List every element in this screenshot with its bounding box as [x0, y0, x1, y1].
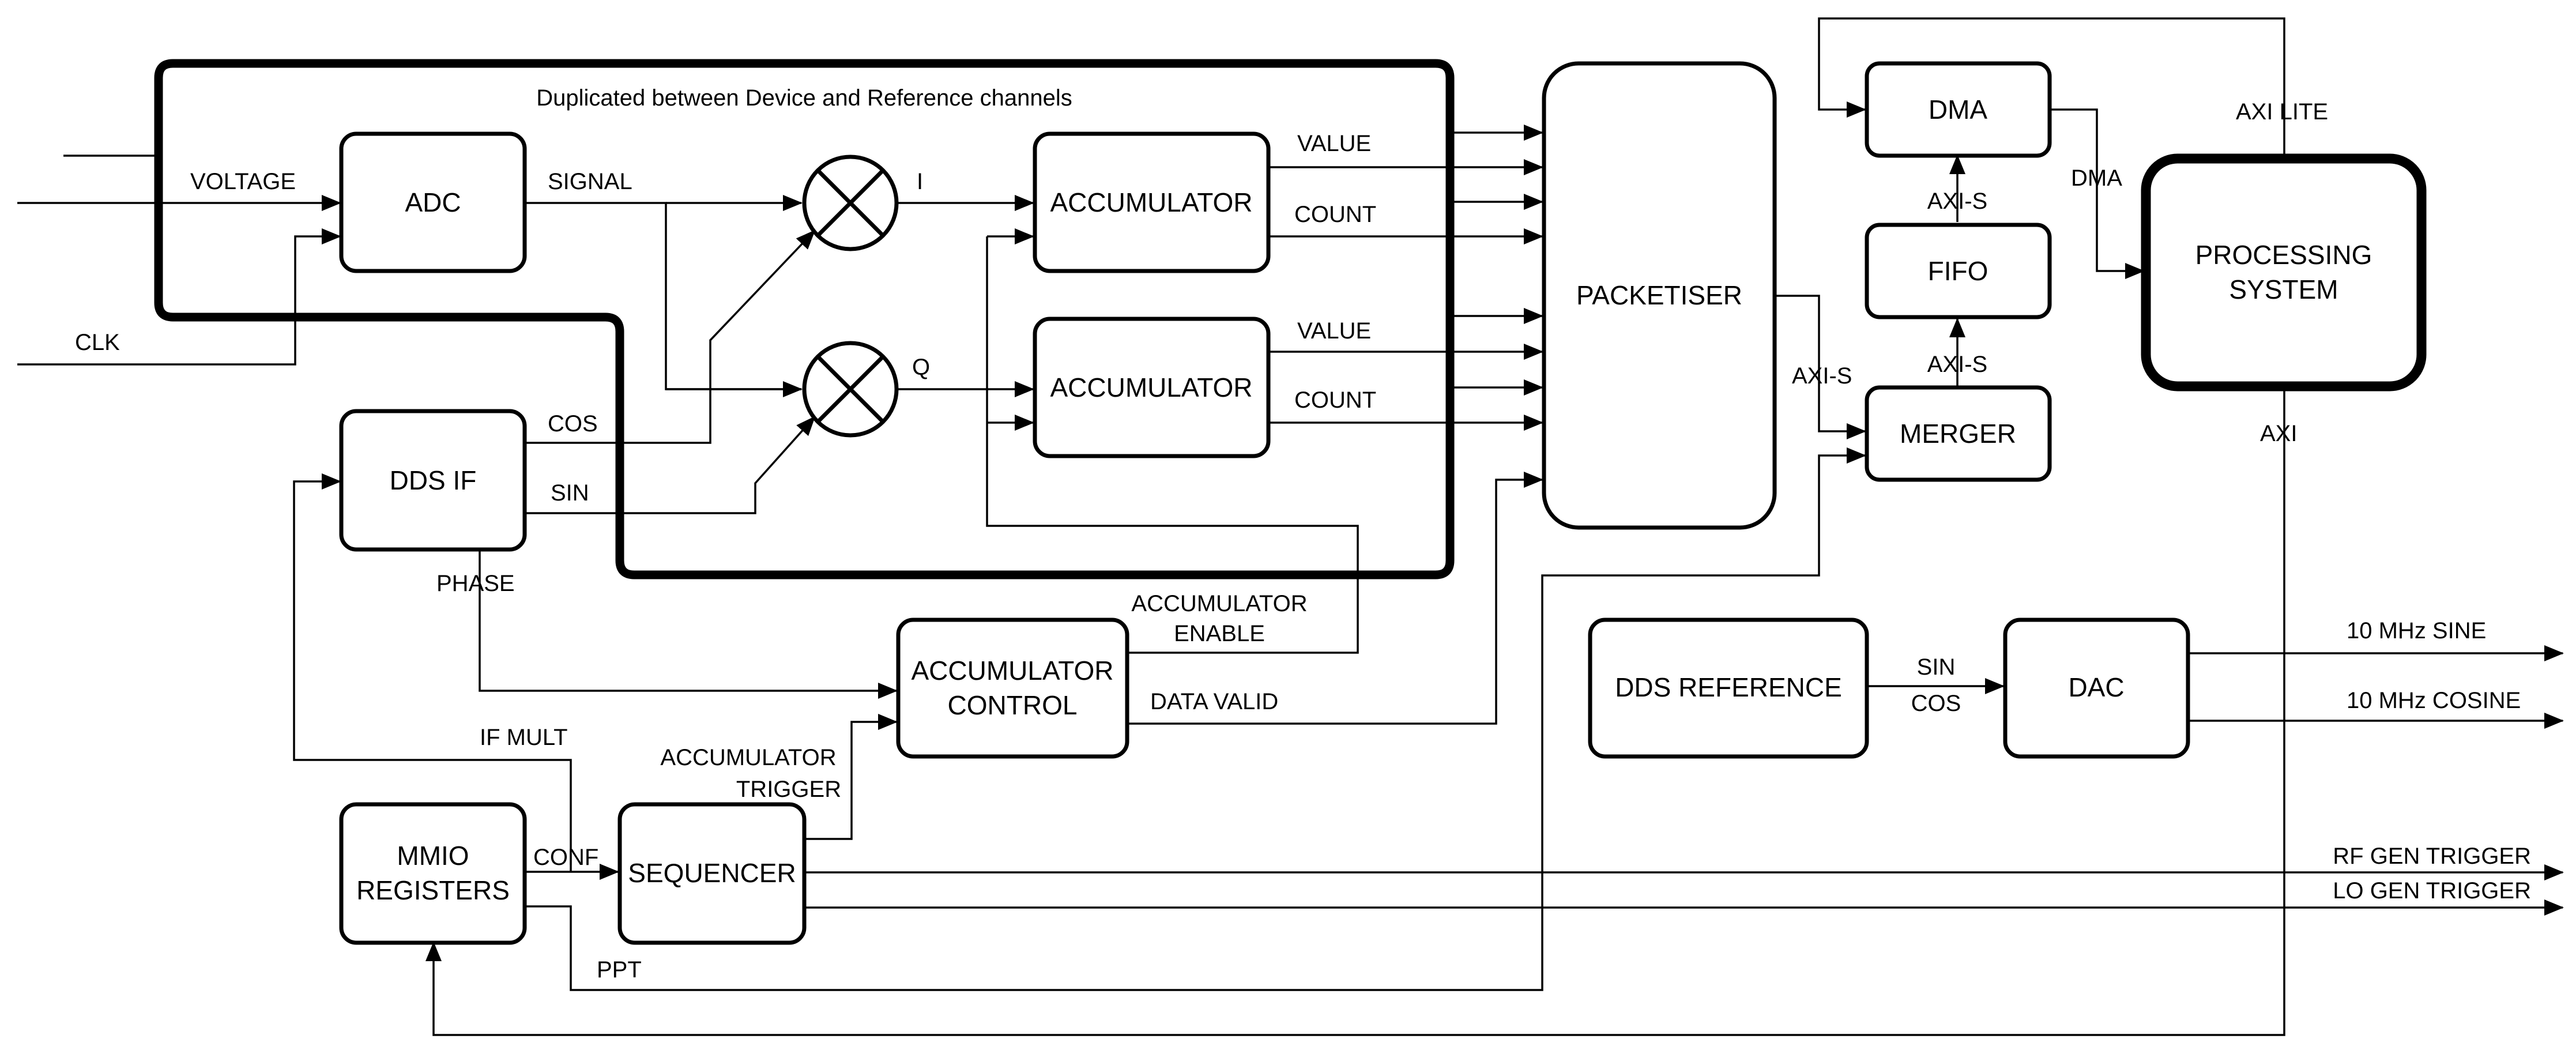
signal-label-lo-gen-trigger: LO GEN TRIGGER	[2333, 878, 2531, 904]
signal-label-phase: PHASE	[436, 571, 515, 596]
signal-label-axi-lite: AXI LITE	[2236, 99, 2328, 125]
adc-block	[339, 131, 527, 273]
dds-reference-block	[1588, 618, 1869, 759]
signal-label-10mhz-sine: 10 MHz SINE	[2347, 618, 2486, 643]
wire-signal	[525, 202, 801, 390]
accumulator-i-block	[1033, 131, 1271, 273]
signal-label-axi-s-packetiser: AXI-S	[1792, 363, 1852, 389]
signal-label-value-1: VALUE	[1297, 131, 1371, 156]
packetiser-label: PACKETISER	[1576, 280, 1742, 310]
dds-if-block	[339, 409, 527, 552]
signal-label-data-valid: DATA VALID	[1150, 689, 1278, 714]
fifo-block	[1865, 223, 2052, 319]
wire-accumulator-trigger	[804, 714, 898, 840]
processing-system-label-line2: SYSTEM	[2229, 274, 2338, 304]
mixer-q	[802, 341, 899, 438]
wire-if-mult	[293, 473, 572, 872]
accumulator-q-block	[1033, 317, 1271, 458]
processing-system-block	[2141, 153, 2427, 392]
wire-axi-s-packetiser	[1775, 295, 1866, 439]
signal-label-count-2: COUNT	[1294, 387, 1376, 413]
accumulator-i-label: ACCUMULATOR	[1050, 187, 1253, 217]
packetiser-block	[1542, 61, 1777, 530]
signal-label-conf: CONF	[533, 845, 598, 870]
signal-label-if-mult: IF MULT	[480, 725, 568, 750]
signal-label-accumulator-enable-line1: ACCUMULATOR	[1131, 591, 1307, 616]
dma-label: DMA	[1929, 95, 1988, 125]
accumulator-control-label-line2: CONTROL	[948, 690, 1078, 720]
signal-label-clk: CLK	[75, 330, 120, 355]
fifo-label: FIFO	[1928, 256, 1989, 286]
merger-label: MERGER	[1900, 419, 2016, 449]
sequencer-label: SEQUENCER	[628, 858, 796, 888]
dac-block	[2003, 618, 2190, 759]
signal-label-axi: AXI	[2260, 421, 2297, 446]
region-label: Duplicated between Device and Reference …	[536, 85, 1072, 111]
mixer-i	[802, 155, 899, 251]
adc-label: ADC	[405, 187, 461, 217]
sequencer-block	[617, 802, 807, 945]
signal-label-ppt: PPT	[597, 957, 642, 983]
mmio-registers-label-line1: MMIO	[397, 841, 469, 871]
wire-axi-lite	[1818, 17, 2285, 156]
wire-ppt	[525, 447, 1866, 991]
mmio-registers-label-line2: REGISTERS	[356, 875, 510, 905]
signal-label-accumulator-enable-line2: ENABLE	[1174, 621, 1265, 646]
signal-label-cos-ref: COS	[1911, 691, 1961, 716]
signal-label-value-2: VALUE	[1297, 318, 1371, 344]
wire-clk	[17, 228, 341, 366]
dds-reference-label: DDS REFERENCE	[1615, 672, 1842, 702]
signal-label-rf-gen-trigger: RF GEN TRIGGER	[2333, 844, 2531, 869]
signal-label-axi-s-merger-fifo: AXI-S	[1927, 352, 1987, 377]
signal-label-cos: COS	[548, 411, 598, 436]
signal-label-q: Q	[912, 355, 930, 380]
dma-block	[1865, 61, 2052, 158]
wire-axi	[425, 387, 2285, 1036]
signal-label-accumulator-trigger-line2: TRIGGER	[736, 777, 841, 802]
signal-label-i: I	[917, 169, 923, 194]
wire-accumulator-enable	[986, 236, 1359, 654]
accumulator-q-label: ACCUMULATOR	[1050, 372, 1253, 402]
signal-label-10mhz-cosine: 10 MHz COSINE	[2347, 688, 2521, 713]
duplicated-channel-region	[154, 59, 1455, 579]
signal-label-sin: SIN	[551, 480, 589, 506]
signal-label-sin-ref: SIN	[1917, 654, 1956, 680]
accumulator-control-label-line1: ACCUMULATOR	[912, 656, 1114, 686]
signal-label-signal: SIGNAL	[548, 169, 632, 194]
wire-dma-to-ps	[2050, 108, 2145, 279]
accumulator-control-block	[896, 618, 1129, 759]
processing-system-label-line1: PROCESSING	[2195, 240, 2372, 270]
signal-label-dma-link: DMA	[2071, 165, 2122, 191]
wire-data-valid	[1127, 472, 1543, 725]
dds-if-label: DDS IF	[390, 465, 477, 495]
signal-label-accumulator-trigger-line1: ACCUMULATOR	[660, 745, 836, 770]
signal-label-axi-s-fifo-dma: AXI-S	[1927, 189, 1987, 214]
dac-label: DAC	[2068, 672, 2124, 702]
signal-label-voltage: VOLTAGE	[190, 169, 296, 194]
wire-phase	[479, 549, 898, 699]
signal-label-count-1: COUNT	[1294, 202, 1376, 227]
mmio-registers-block	[339, 802, 527, 945]
wire-sin	[525, 416, 816, 514]
wire-cos	[525, 229, 816, 444]
merger-block	[1865, 385, 2052, 482]
